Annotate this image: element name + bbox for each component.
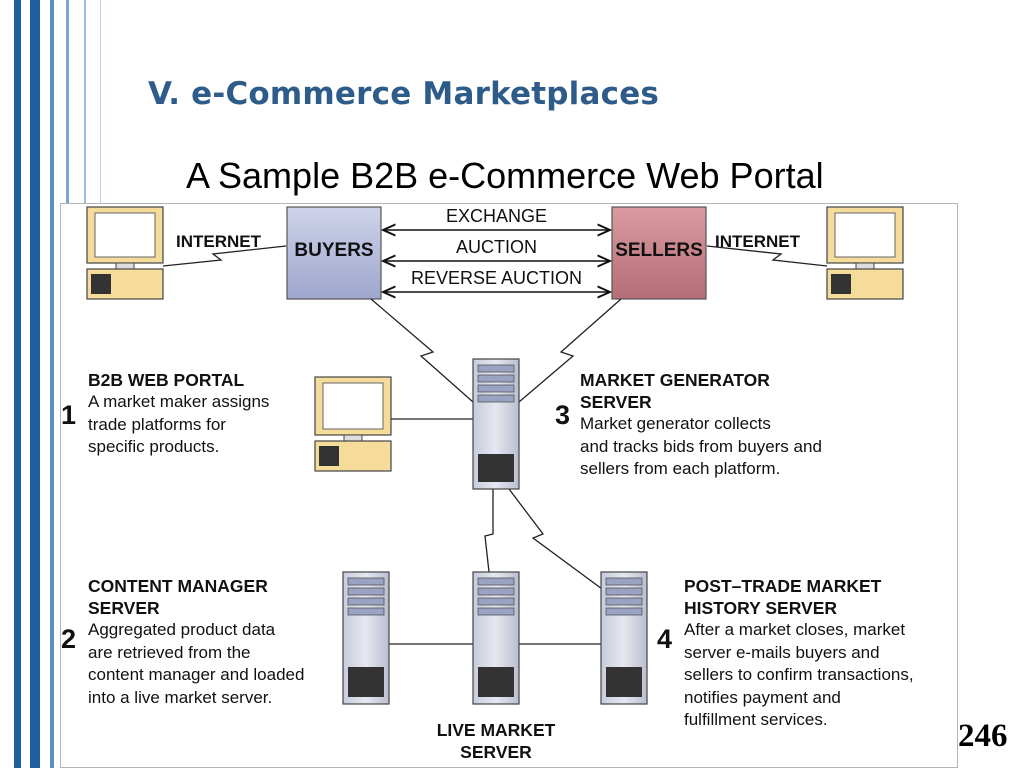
step-text: and tracks bids from buyers and [580,436,822,456]
sellers-to-generator-link [518,298,622,403]
step-heading: B2B WEB PORTAL [88,370,245,390]
step-number: 2 [61,624,77,654]
step-text: specific products. [88,437,220,456]
internet-label: INTERNET [176,232,261,251]
buyers-label: BUYERS [294,240,374,261]
step-text: sellers from each platform. [580,459,781,478]
step-text: sellers to confirm transactions, [684,665,914,684]
step-text: notifies payment and [684,687,841,707]
server-tower [600,571,648,705]
label-line: SERVER [460,742,532,762]
step-text: fulfillment services. [684,710,828,729]
step-heading: CONTENT MANAGER [88,576,268,596]
slide-heading: V. e-Commerce Marketplaces [148,76,660,112]
step-text: content manager and loaded [88,665,305,684]
auction-label: AUCTION [456,237,537,257]
exchange-label: EXCHANGE [445,206,548,226]
reverse-auction-label: REVERSE AUCTION [410,268,583,288]
step-text: server e-mails buyers and [684,642,880,662]
sellers-box [611,206,707,300]
step-text: A market maker assigns [88,392,270,411]
step-post-trade-history-server: POST–TRADE MARKET HISTORY SERVER After a… [684,575,914,732]
page-number: 246 [958,718,1008,754]
internet-link [706,245,828,267]
b2b-portal-diagram: BUYERS SELLERS INTERNET INTERNET EXCHANG… [60,203,958,768]
buyers-box [286,206,382,300]
generator-to-history-link [508,488,618,601]
step-text: into a live market server. [88,687,273,707]
live-market-server-label: LIVE MARKET SERVER [416,719,576,763]
step-text: are retrieved from the [88,642,251,662]
step-market-generator-server: MARKET GENERATOR SERVER Market generator… [580,369,822,481]
step-heading: POST–TRADE MARKET [684,576,882,596]
diagram-graphics [86,206,904,705]
server-tower [472,571,520,705]
generator-to-live-link [484,489,494,573]
step-text: After a market closes, market [684,620,906,639]
step-b2b-web-portal: B2B WEB PORTAL A market maker assigns tr… [88,369,269,459]
step-text: Aggregated product data [88,620,276,639]
sellers-label: SELLERS [615,240,703,261]
server-tower [472,358,520,490]
stripe [30,0,40,768]
step-text: trade platforms for [88,414,226,434]
step-text: Market generator collects [580,414,771,433]
step-heading: SERVER [580,392,652,412]
label-line: LIVE MARKET [436,720,556,740]
step-heading: MARKET GENERATOR [580,370,770,390]
stripe [14,0,21,768]
internet-label: INTERNET [715,232,800,251]
diagram-title: A Sample B2B e-Commerce Web Portal [186,155,824,196]
step-number: 4 [657,624,673,654]
step-content-manager-server: CONTENT MANAGER SERVER Aggregated produc… [88,575,304,709]
computer-icon [826,206,904,300]
computer-icon [86,206,164,300]
server-tower [342,571,390,705]
internet-link [162,245,287,267]
step-number: 1 [61,400,77,430]
step-heading: HISTORY SERVER [684,598,838,618]
computer-icon [314,376,392,472]
buyers-to-generator-link [370,298,474,403]
step-number: 3 [555,400,571,430]
stripe [50,0,54,768]
step-heading: SERVER [88,598,160,618]
